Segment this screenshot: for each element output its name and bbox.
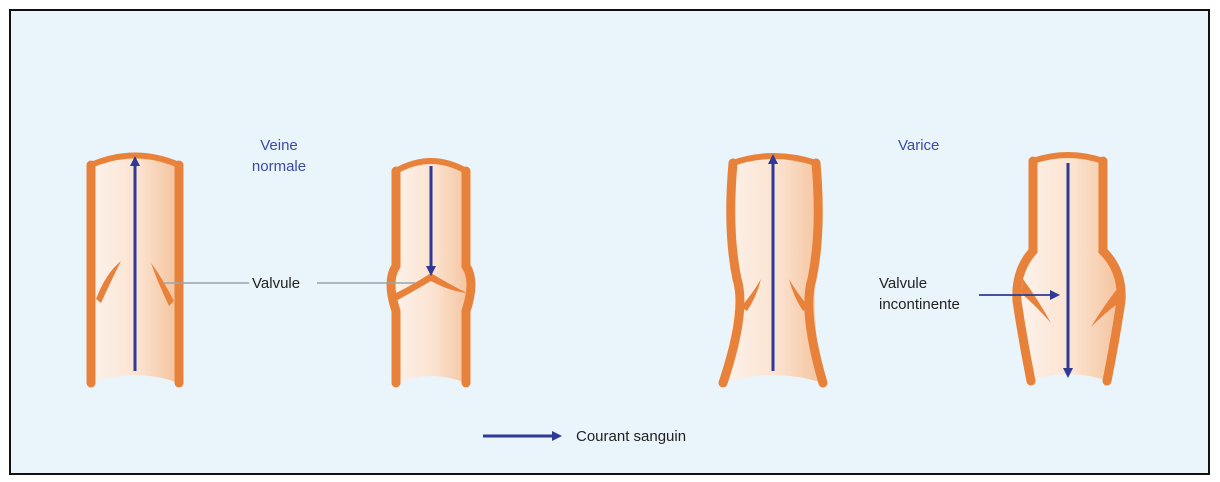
vein-diagram: [11, 11, 1210, 475]
varicose-vein-upward: [723, 156, 823, 383]
varicose-vein-incompetent-valve: [1017, 155, 1121, 381]
varice-label: Varice: [898, 135, 939, 156]
legend-courant-sanguin: Courant sanguin: [576, 426, 686, 447]
valvule-incontinente-line2: incontinente: [879, 294, 960, 315]
valvule-incontinente-line1: Valvule: [879, 273, 960, 294]
valvule-label: Valvule: [252, 273, 300, 294]
veine-normale-line1: Veine: [249, 135, 309, 156]
vein-wall-right: [466, 171, 471, 383]
normal-vein-open-valve: [91, 156, 179, 384]
normal-vein-closed-valve: [391, 161, 471, 383]
diagram-frame: Veine normale Varice Valvule Valvule inc…: [9, 9, 1210, 475]
vein-wall-left: [391, 171, 396, 383]
veine-normale-label: Veine normale: [249, 135, 309, 177]
valvule-incontinente-label: Valvule incontinente: [879, 273, 960, 315]
veine-normale-line2: normale: [249, 156, 309, 177]
